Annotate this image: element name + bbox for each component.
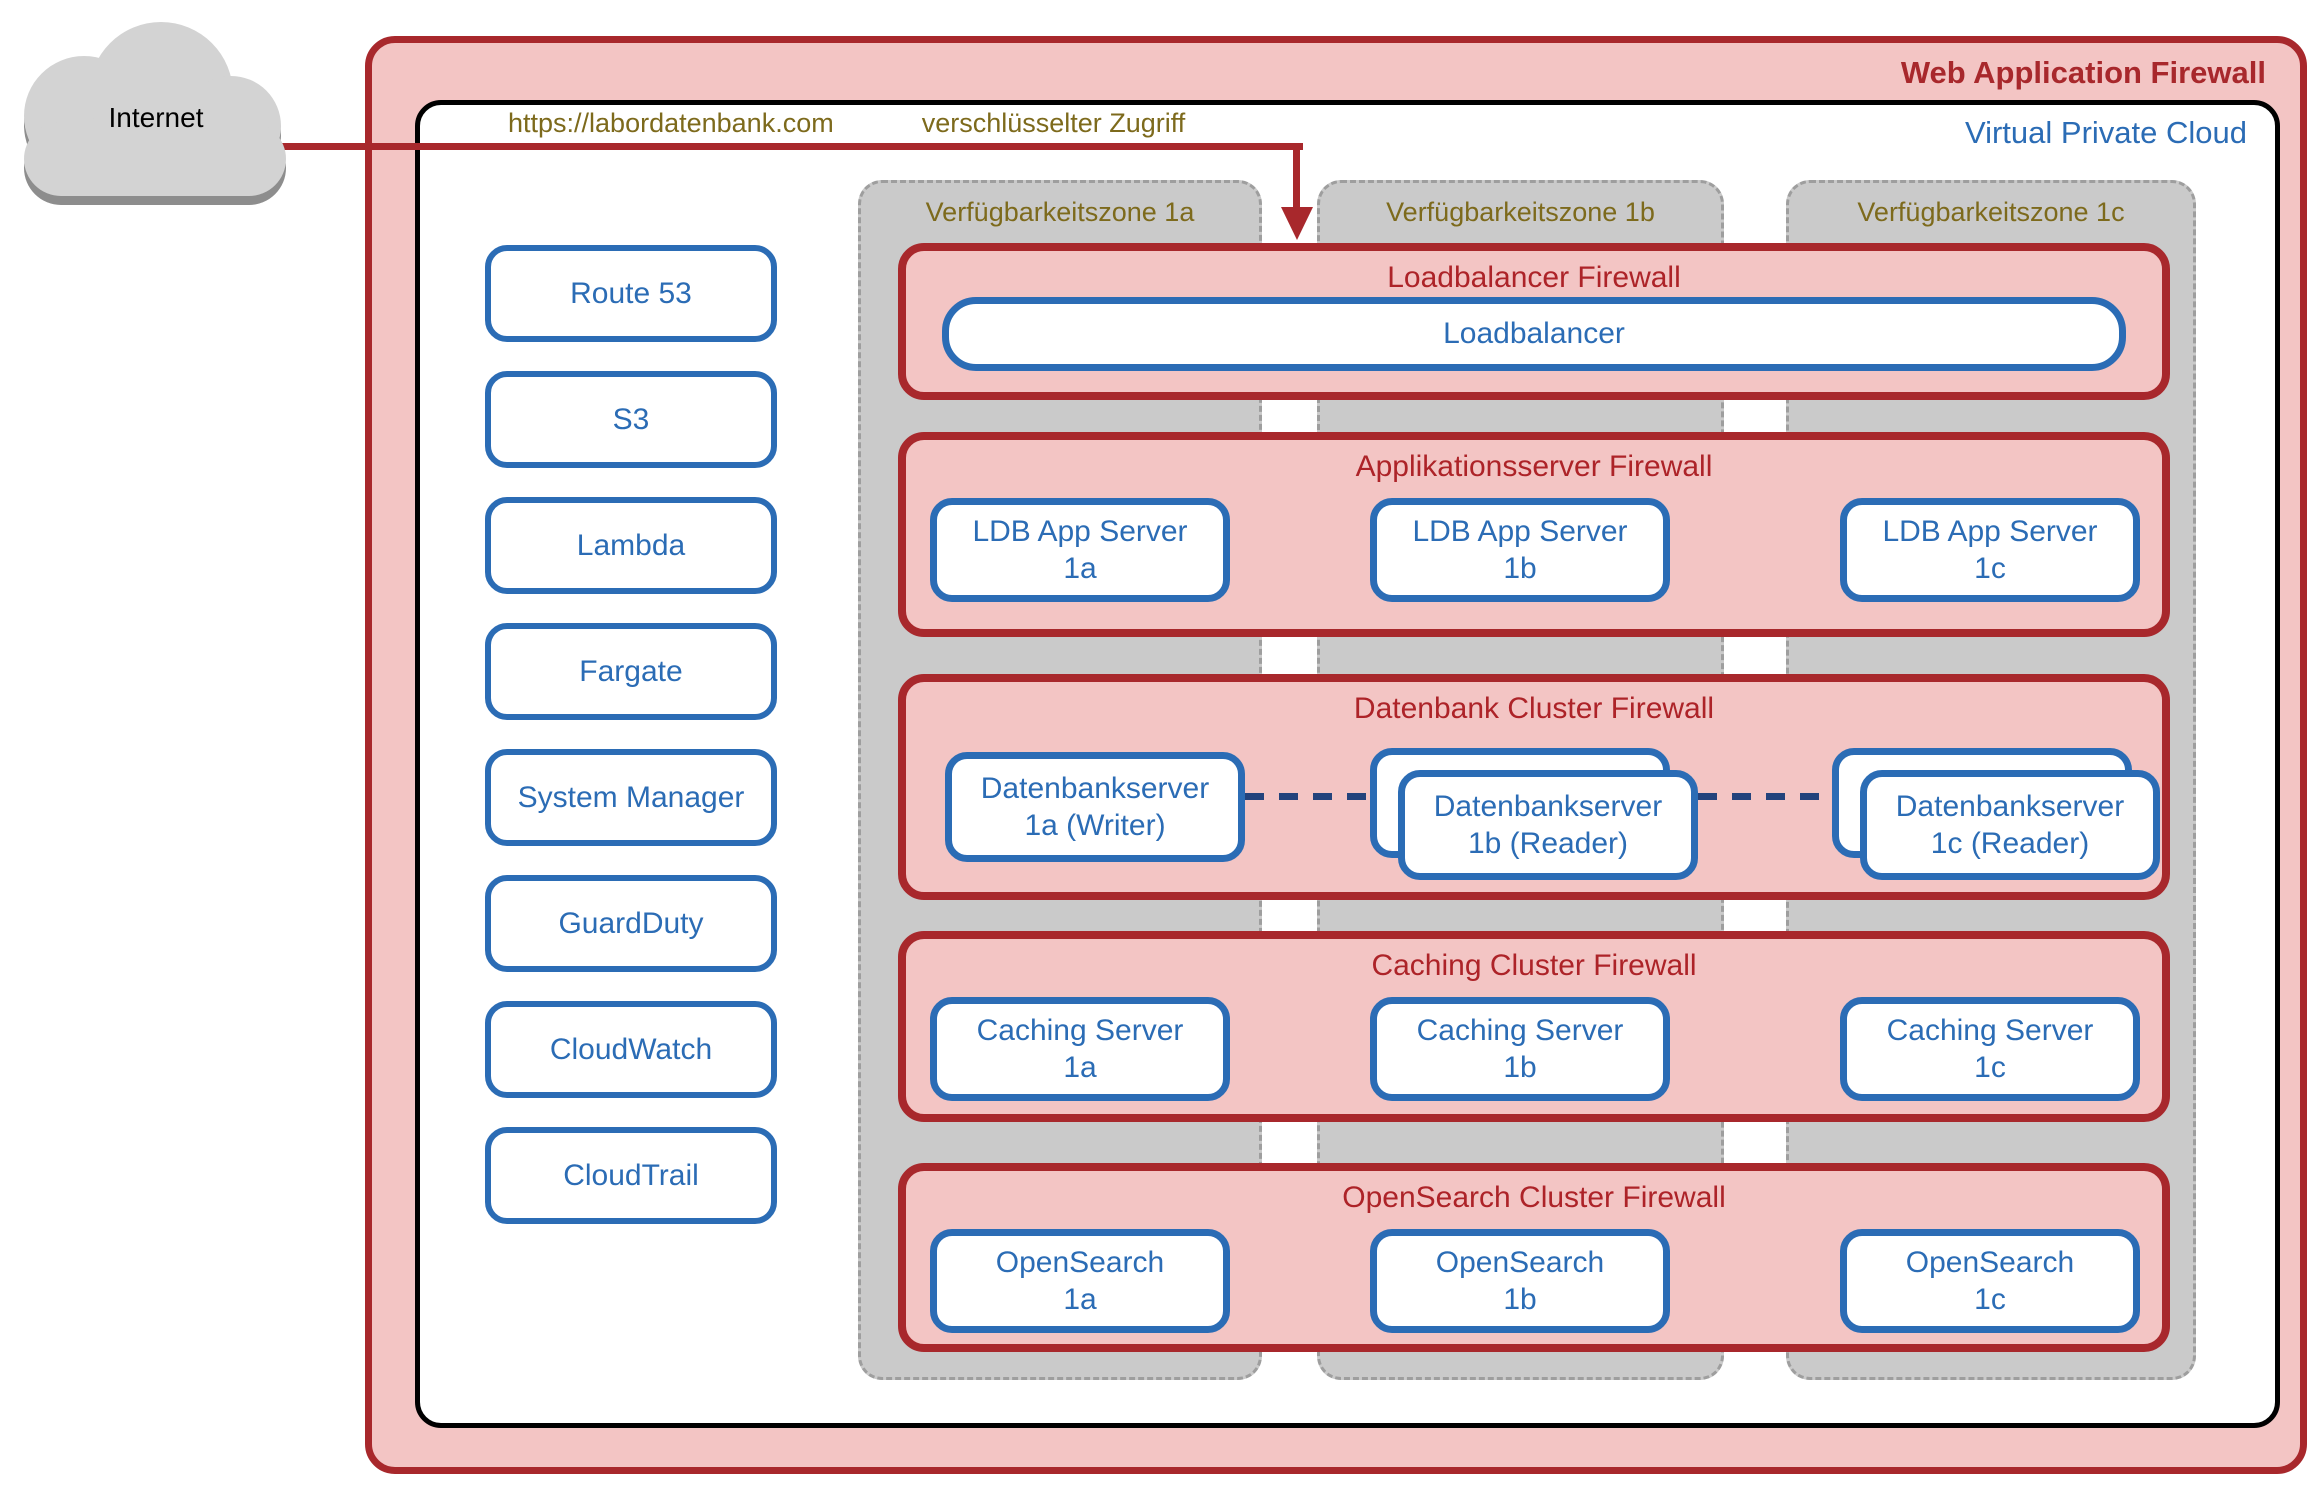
service-box-fargate: Fargate	[485, 623, 777, 720]
firewall-title: Applikationsserver Firewall	[1355, 450, 1713, 483]
firewall-loadbalancer: Loadbalancer Firewall Loadbalancer	[898, 243, 2170, 400]
firewall-database-cluster: Datenbank Cluster Firewall Datenbankserv…	[898, 674, 2170, 900]
zone-label: Verfügbarkeitszone 1a	[925, 197, 1195, 227]
service-box-route-53: Route 53	[485, 245, 777, 342]
internet-cloud: Internet	[6, 6, 306, 212]
zone-label: Verfügbarkeitszone 1c	[1857, 197, 2125, 227]
service-box-cloudwatch: CloudWatch	[485, 1001, 777, 1098]
service-box-lambda: Lambda	[485, 497, 777, 594]
db-replication-link-1b-1c	[1698, 793, 1832, 800]
service-box-system-manager: System Manager	[485, 749, 777, 846]
firewall-title: Caching Cluster Firewall	[1371, 949, 1697, 982]
connection-captions: https://labordatenbank.com verschlüsselt…	[508, 108, 1185, 139]
zone-label: Verfügbarkeitszone 1b	[1386, 197, 1655, 227]
firewall-title: Datenbank Cluster Firewall	[1353, 692, 1715, 725]
db-replication-link-1a-1b	[1245, 793, 1370, 800]
firewall-title: Loadbalancer Firewall	[1387, 261, 1681, 294]
connection-note-label: verschlüsselter Zugriff	[921, 108, 1186, 138]
firewall-title: OpenSearch Cluster Firewall	[1342, 1181, 1726, 1214]
firewall-app-servers: Applikationsserver Firewall LDB App Serv…	[898, 432, 2170, 637]
vpc-label: Virtual Private Cloud	[1964, 115, 2247, 150]
cloud-icon	[24, 22, 286, 205]
service-box-s3: S3	[485, 371, 777, 468]
waf-label: Web Application Firewall	[1900, 55, 2266, 90]
service-box-cloudtrail: CloudTrail	[485, 1127, 777, 1224]
service-box-guardduty: GuardDuty	[485, 875, 777, 972]
node-loadbalancer: Loadbalancer	[942, 297, 2126, 371]
connection-url-label: https://labordatenbank.com	[508, 108, 834, 138]
connection-line-vertical	[1293, 143, 1300, 209]
internet-label: Internet	[108, 102, 204, 133]
connection-arrowhead-icon	[1281, 207, 1313, 240]
connection-line-horizontal	[282, 143, 1303, 150]
